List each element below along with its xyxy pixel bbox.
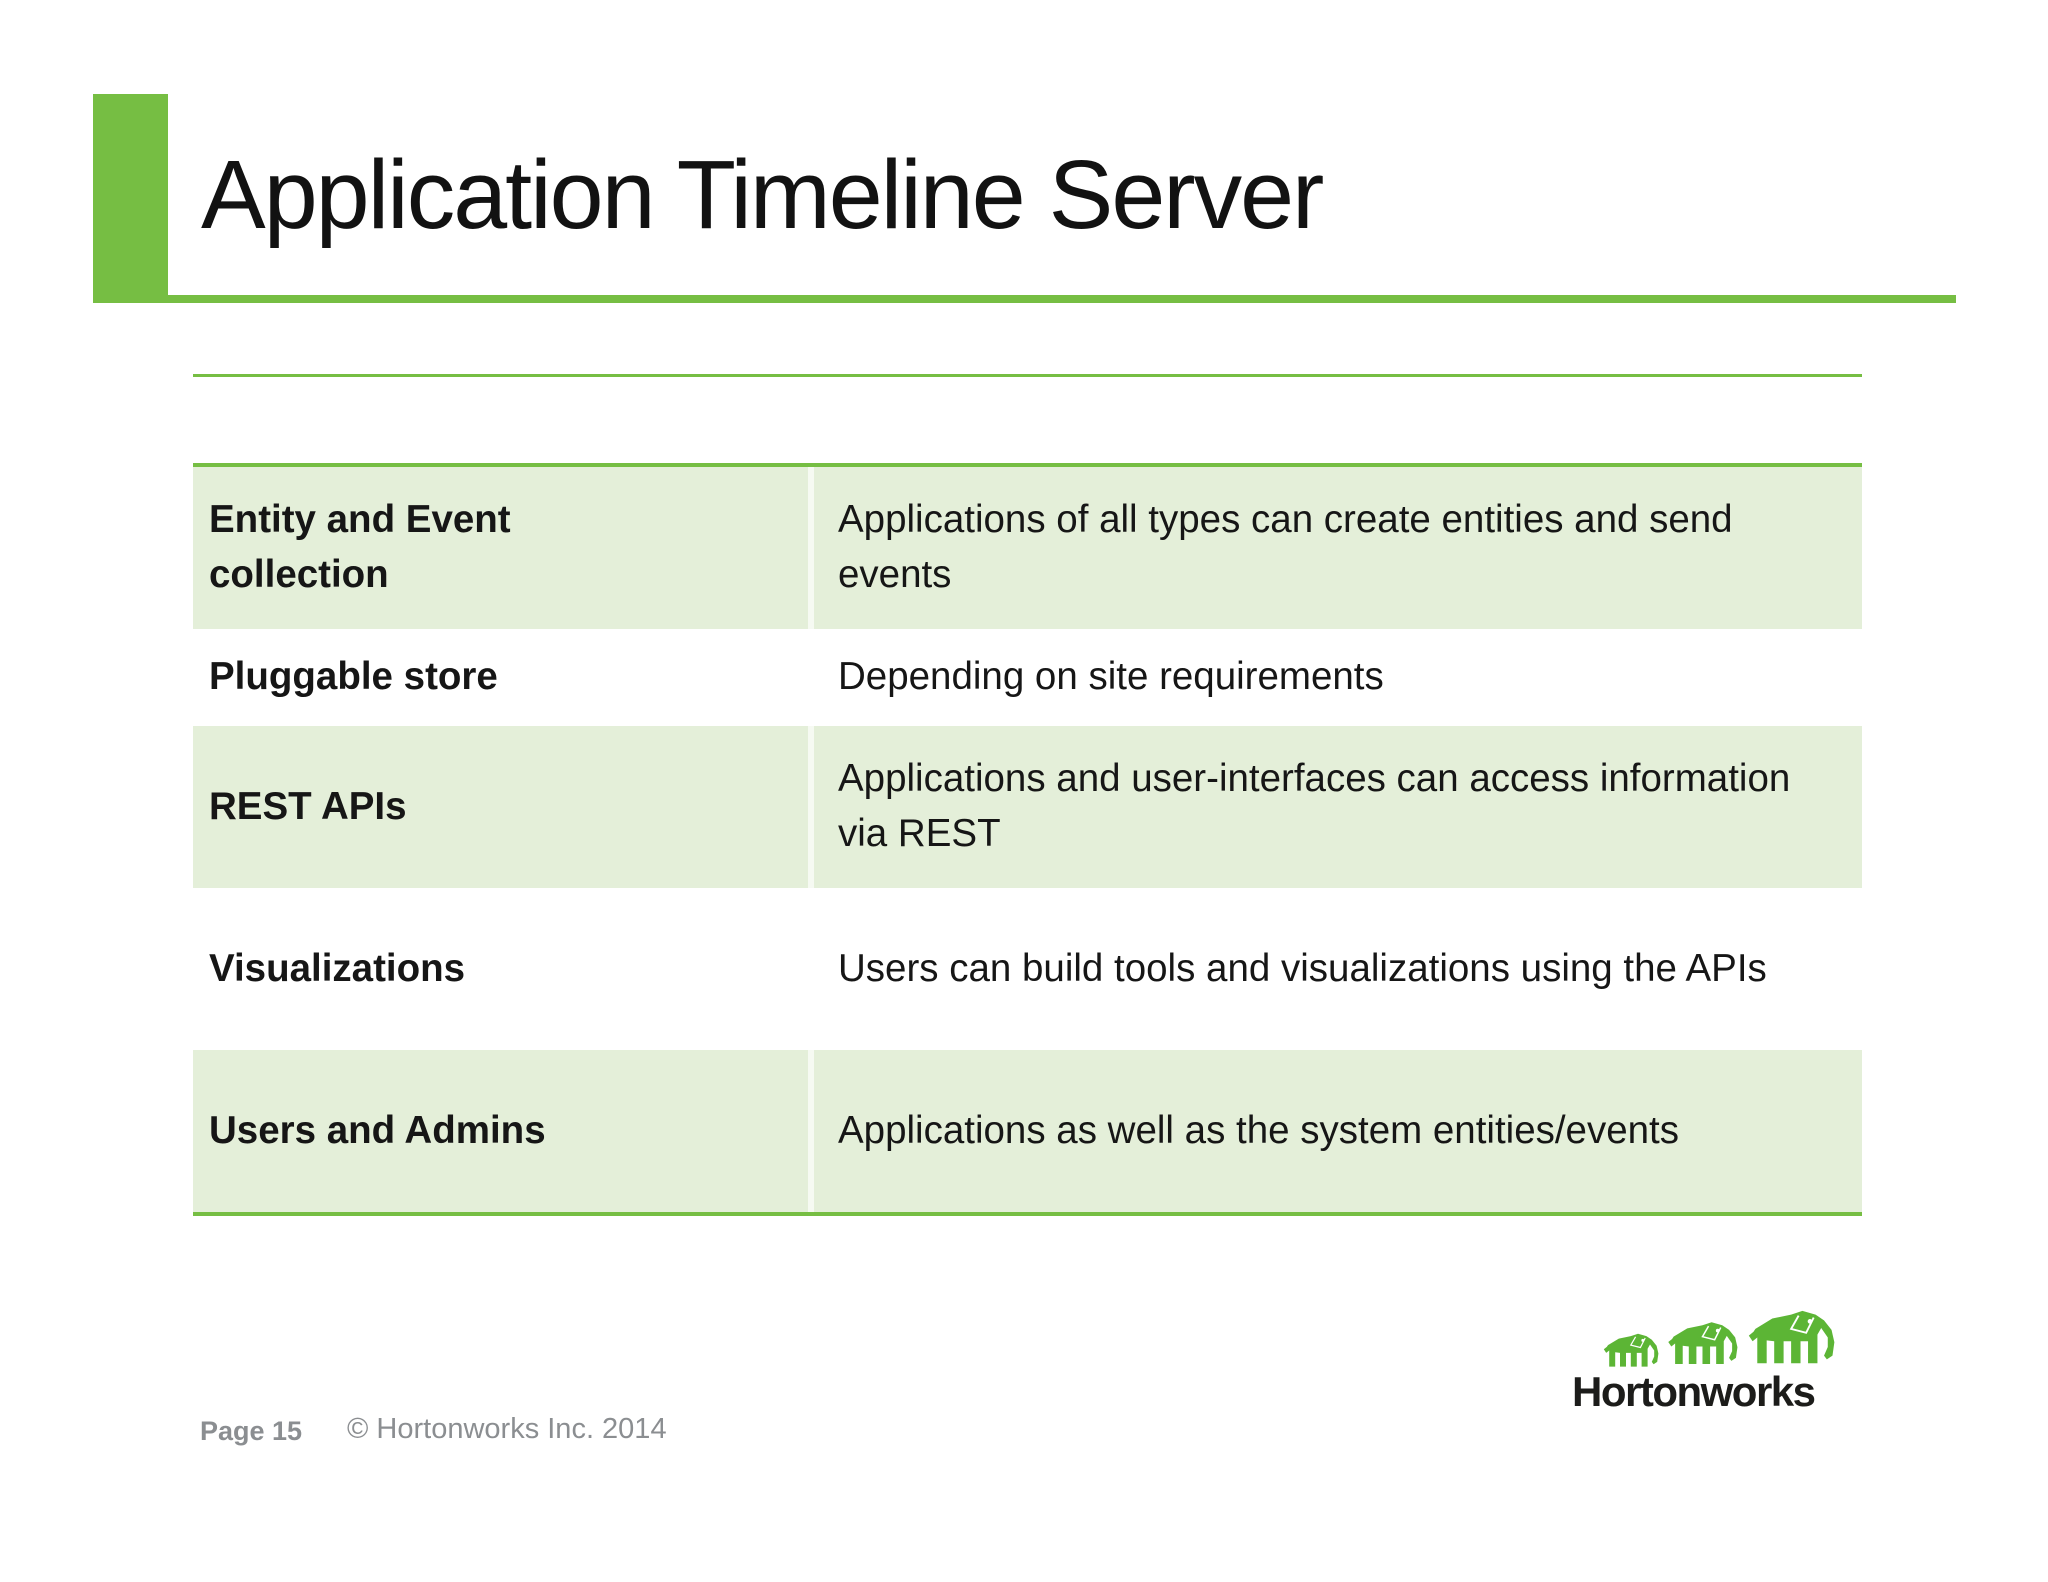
- footer-copyright: © Hortonworks Inc. 2014: [347, 1413, 667, 1445]
- row-description: Users can build tools and visualizations…: [808, 888, 1862, 1050]
- page-title: Application Timeline Server: [201, 140, 1324, 249]
- title-underline: [93, 295, 1956, 303]
- feature-table: Entity and Event collection Applications…: [193, 463, 1862, 1216]
- row-label: Users and Admins: [209, 1108, 546, 1152]
- table-row: Visualizations Users can build tools and…: [193, 888, 1862, 1050]
- row-label: Pluggable store: [209, 655, 498, 699]
- row-label: Entity and Event collection: [209, 498, 511, 596]
- row-description: Depending on site requirements: [808, 629, 1862, 726]
- logo-wordmark: Hortonworks: [1572, 1368, 1816, 1415]
- footer-page-number: Page 15: [200, 1416, 303, 1446]
- row-description: Applications as well as the system entit…: [808, 1050, 1862, 1212]
- row-label: REST APIs: [209, 784, 407, 828]
- table-row: Entity and Event collection Applications…: [193, 467, 1862, 629]
- table-row: Users and Admins Applications as well as…: [193, 1050, 1862, 1212]
- row-description: Applications of all types can create ent…: [808, 467, 1862, 629]
- elephant-icon-medium: [1668, 1322, 1738, 1364]
- elephant-icon-large: [1748, 1310, 1835, 1364]
- title-accent-bar: [93, 94, 168, 302]
- table-row: Pluggable store Depending on site requir…: [193, 629, 1862, 726]
- row-description: Applications and user-interfaces can acc…: [808, 726, 1862, 888]
- table-row: REST APIs Applications and user-interfac…: [193, 726, 1862, 888]
- section-divider-line: [193, 374, 1862, 377]
- row-label: Visualizations: [209, 946, 466, 990]
- elephant-icon-small: [1603, 1333, 1659, 1367]
- hortonworks-logo: Hortonworks: [1570, 1302, 1870, 1422]
